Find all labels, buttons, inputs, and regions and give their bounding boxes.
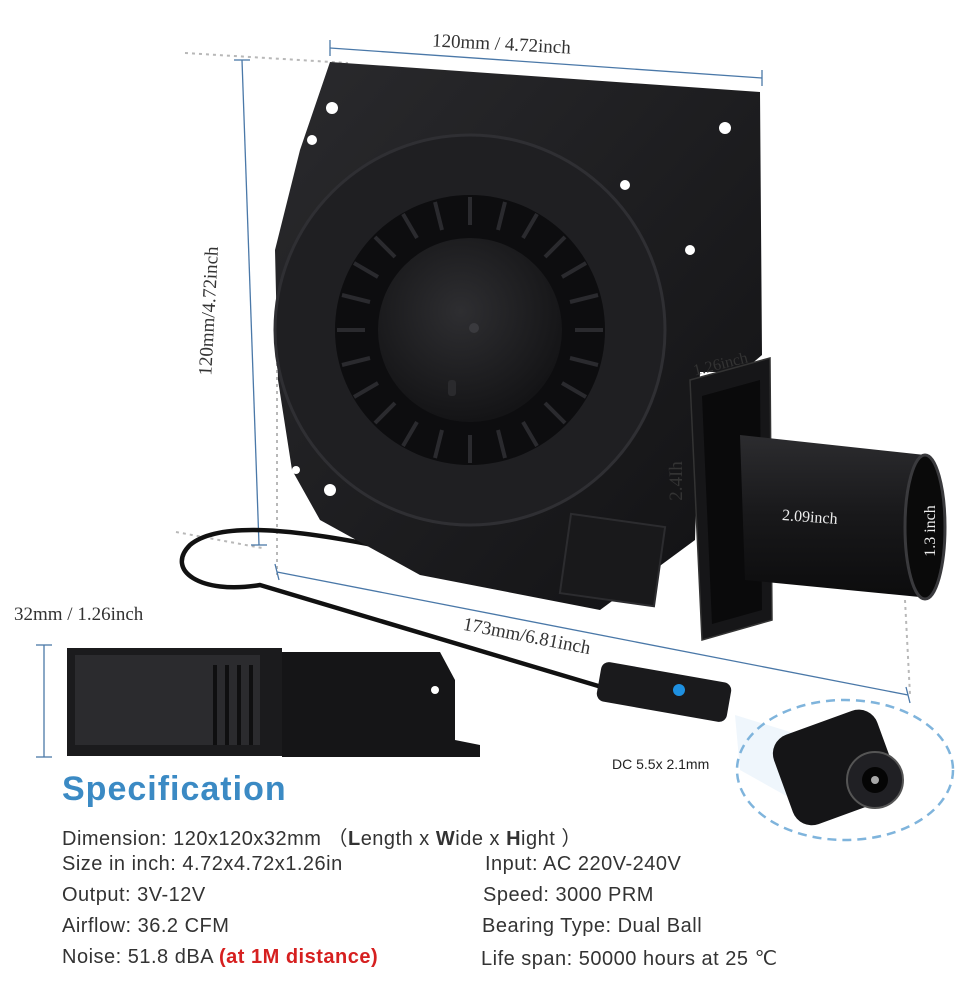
spec-dimension: Dimension: 120x120x32mm （Length x Wide x…	[62, 822, 582, 851]
spec-life-span: Life span: 50000 hours at 25 ℃	[481, 948, 778, 970]
dimension-text: Dimension: 120x120x32mm （	[62, 828, 348, 850]
noise-note: (at 1M distance)	[219, 946, 379, 968]
tube-opening	[903, 453, 947, 601]
outlet-height-label: 2.4Ih	[665, 461, 687, 501]
dim-letter-l: L	[347, 828, 361, 850]
spec-input: Input: AC 220V-240V	[485, 853, 682, 875]
dc-connector-label: DC 5.5x 2.1mm	[612, 756, 710, 772]
left-height-arrow	[234, 59, 267, 546]
dim-letter-w: W	[435, 828, 456, 850]
impeller-blades	[337, 197, 603, 463]
tube-length-label: 2.09inch	[781, 507, 839, 528]
thickness-label: 32mm / 1.26inch	[14, 604, 144, 625]
outlet-tube	[740, 435, 930, 598]
spec-speed: Speed: 3000 PRM	[483, 884, 654, 906]
dim-text-hight: ight ）	[521, 828, 582, 850]
dc-connector	[596, 662, 732, 722]
thickness-arrow	[36, 644, 52, 758]
noise-value: Noise: 51.8 dBA	[62, 946, 213, 968]
top-width-arrow	[329, 40, 763, 86]
dim-text-length: ength x	[360, 828, 436, 850]
dim-letter-h: H	[506, 828, 522, 850]
dimension-guides	[175, 52, 911, 696]
spec-airflow: Airflow: 36.2 CFM	[62, 915, 230, 937]
spec-bearing: Bearing Type: Dual Ball	[482, 915, 703, 937]
power-cable	[179, 527, 606, 691]
spec-title: Specification	[62, 770, 287, 808]
dim-text-wide: ide x	[455, 828, 507, 850]
mounting-holes	[292, 102, 731, 496]
tube-diameter-label: 1.3 inch	[921, 505, 939, 557]
brand-plate	[558, 512, 667, 608]
connector-zoom	[735, 698, 955, 842]
side-profile	[67, 648, 480, 757]
spec-output: Output: 3V-12V	[62, 884, 206, 906]
total-length-arrow	[274, 563, 911, 704]
spec-noise: Noise: 51.8 dBA (at 1M distance)	[62, 946, 378, 969]
spec-size-inch: Size in inch: 4.72x4.72x1.26in	[62, 853, 343, 875]
